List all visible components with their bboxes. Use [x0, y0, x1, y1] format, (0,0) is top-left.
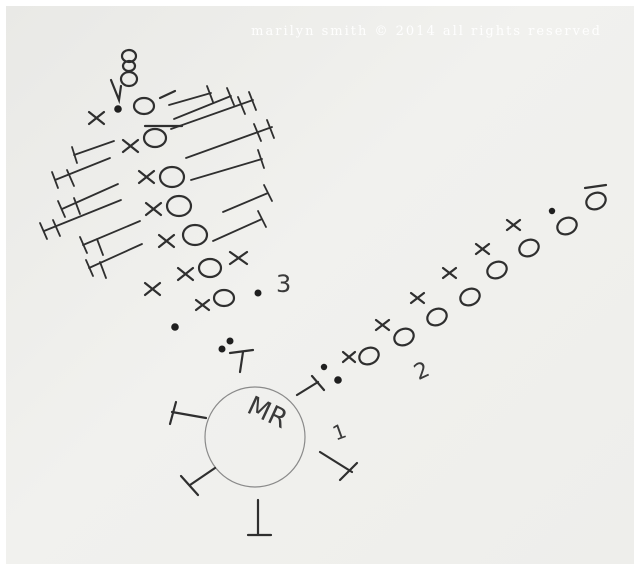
motif-row-4 — [145, 252, 247, 295]
chain-row-2 — [343, 185, 608, 367]
motif-row-3 — [196, 290, 234, 310]
round-1-stitches — [170, 350, 357, 535]
round-8-marker — [111, 50, 137, 100]
long-stitch-lines — [40, 86, 274, 278]
round-3-number: 3 — [276, 270, 291, 298]
motif-rows-5-7 — [89, 91, 207, 247]
